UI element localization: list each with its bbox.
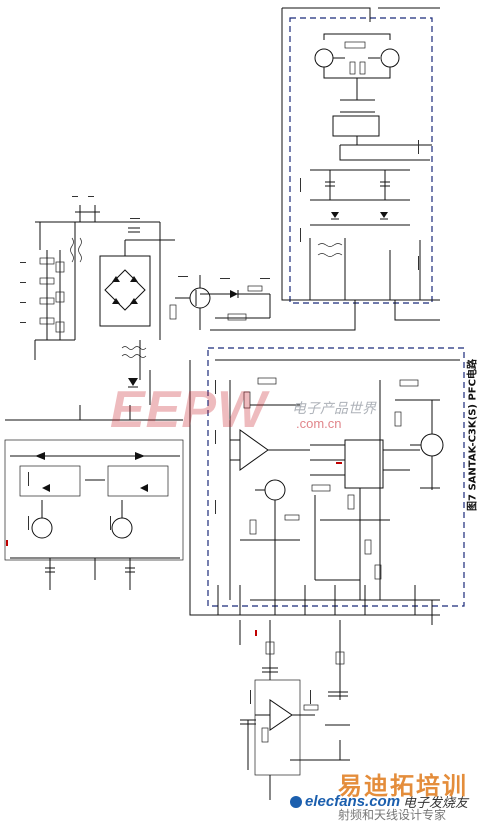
elecfans-cn: 电子发烧友 xyxy=(403,796,469,811)
mosfet-q5 xyxy=(111,517,133,539)
bottom-brand: 易迪拓培训 xyxy=(338,766,468,801)
eepw-cn-text: 电子产品世界 xyxy=(292,401,376,417)
bottom-brand-text: 易迪拓培训 xyxy=(338,772,468,800)
bridge-rectifier xyxy=(104,269,146,311)
eepw-url-text: .com.cn xyxy=(296,416,342,431)
bridge-rectifier-frame xyxy=(99,255,151,327)
pfc-controller-ic xyxy=(344,439,384,489)
eepw-logo-text: EEPW xyxy=(110,381,268,439)
bottom-slogan: 射频和天线设计专家 xyxy=(338,806,446,823)
input-choke xyxy=(70,237,82,263)
op-amp-u2 xyxy=(269,699,293,731)
left-resistor-stack xyxy=(35,250,75,341)
transistor-q7 xyxy=(420,433,444,457)
figure-caption: 图7 SANTAK-C3K(S) PFC电路 xyxy=(461,350,481,520)
sense-amp-frame xyxy=(254,679,301,776)
pfc-control-block-border xyxy=(207,347,465,607)
diode-d2 xyxy=(380,212,388,218)
driver-block-border xyxy=(289,17,433,304)
transistor-q1 xyxy=(314,48,334,68)
op-amp-u1 xyxy=(239,429,269,471)
eepw-logo: EEPW xyxy=(110,380,267,440)
bottom-slogan-text: 射频和天线设计专家 xyxy=(338,808,447,822)
component-labels xyxy=(20,140,419,704)
drive-transformer xyxy=(317,243,343,257)
mosfet-q4 xyxy=(31,517,53,539)
block-connectors xyxy=(217,585,433,625)
driver-ic xyxy=(332,115,380,137)
figure-caption-text: 图7 SANTAK-C3K(S) PFC电路 xyxy=(467,359,479,511)
diode-d4 xyxy=(128,378,138,386)
diode-d1 xyxy=(331,212,339,218)
left-driver-frame xyxy=(4,439,184,561)
mosfet-q3 xyxy=(189,287,211,309)
transistor-q6 xyxy=(264,479,286,501)
elecfans-watermark: elecfans.com 电子发烧友 xyxy=(290,792,468,811)
current-transformer xyxy=(121,346,147,358)
transistor-q2 xyxy=(380,48,400,68)
elecfans-url: elecfans.com xyxy=(305,793,401,810)
resistor xyxy=(344,41,366,49)
eepw-cn: 电子产品世界 xyxy=(292,398,376,418)
elecfans-globe-icon xyxy=(290,795,302,808)
eepw-url: .com.cn xyxy=(296,416,342,431)
